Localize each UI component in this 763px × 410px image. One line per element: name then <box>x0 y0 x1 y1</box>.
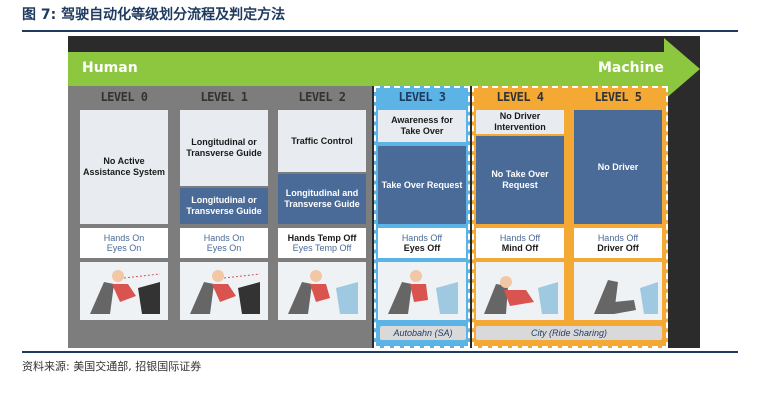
level-5-status-line2: Driver Off <box>597 243 639 253</box>
level-4-top-box: No Driver Intervention <box>476 110 564 134</box>
level-3-status-line2: Eyes Off <box>403 243 441 253</box>
level-3-column: LEVEL 3 Awareness for Take Over Take Ove… <box>376 90 468 346</box>
arrow-shape <box>68 38 700 100</box>
level-5-label: LEVEL 5 <box>594 90 642 104</box>
empty-seat-icon <box>574 262 662 320</box>
level-1-status: Hands On Eyes On <box>180 228 268 258</box>
level-1-driver-scene <box>180 262 268 320</box>
level-0-driver-scene <box>80 262 168 320</box>
level-3-bottom-box: Take Over Request <box>378 146 466 224</box>
level-5-status-line1: Hands Off <box>597 233 639 243</box>
title-rule <box>22 30 738 32</box>
level-2-column: LEVEL 2 Traffic Control Longitudinal and… <box>276 90 368 346</box>
level-1-status-line1: Hands On <box>203 233 245 243</box>
level-4-driver-scene <box>476 262 564 320</box>
level-0-top-box: No Active Assistance System <box>80 110 168 224</box>
level-4-bottom-box: No Take Over Request <box>476 136 564 224</box>
level-1-column: LEVEL 1 Longitudinal or Transverse Guide… <box>178 90 270 346</box>
level-3-driver-scene <box>378 262 466 320</box>
level-3-status-line1: Hands Off <box>401 233 443 243</box>
driver-eyes-off-icon <box>378 262 466 320</box>
source-note: 资料来源: 美国交通部, 招银国际证券 <box>22 360 202 373</box>
level-1-status-line2: Eyes On <box>206 243 242 253</box>
human-machine-arrow <box>68 38 700 100</box>
level-1-bottom-box: Longitudinal or Transverse Guide <box>180 188 268 224</box>
level-4-status-line2: Mind Off <box>501 243 539 253</box>
level-2-status: Hands Temp Off Eyes Temp Off <box>278 228 366 258</box>
driver-hands-on-icon <box>80 262 168 320</box>
level-5-column: LEVEL 5 No Driver Hands Off Driver Off <box>572 90 664 346</box>
level-2-driver-scene <box>278 262 366 320</box>
level-1-top-box: Longitudinal or Transverse Guide <box>180 110 268 186</box>
driver-hands-on-icon <box>180 262 268 320</box>
level-4-status-line1: Hands Off <box>499 233 541 243</box>
level-2-label: LEVEL 2 <box>298 90 346 104</box>
level-2-status-line1: Hands Temp Off <box>287 233 357 243</box>
zone-autobahn: Autobahn (SA) <box>380 326 466 340</box>
level-4-status: Hands Off Mind Off <box>476 228 564 258</box>
arrow-label-human: Human <box>82 60 138 76</box>
level-2-status-line2: Eyes Temp Off <box>292 243 352 253</box>
level-3-label: LEVEL 3 <box>398 90 446 104</box>
level-0-status: Hands On Eyes On <box>80 228 168 258</box>
level-3-status: Hands Off Eyes Off <box>378 228 466 258</box>
driver-hands-temp-off-icon <box>278 262 366 320</box>
level-0-status-line1: Hands On <box>103 233 145 243</box>
level-0-column: LEVEL 0 No Active Assistance System Hand… <box>78 90 170 346</box>
level-5-main-box: No Driver <box>574 110 662 224</box>
figure-title: 图 7: 驾驶自动化等级划分流程及判定方法 <box>22 7 286 23</box>
zone-city: City (Ride Sharing) <box>476 326 662 340</box>
level-5-driver-scene <box>574 262 662 320</box>
arrow-label-machine: Machine <box>598 60 664 76</box>
level-2-bottom-box: Longitudinal and Transverse Guide <box>278 174 366 224</box>
level-4-column: LEVEL 4 No Driver Intervention No Take O… <box>474 90 566 346</box>
level-0-label: LEVEL 0 <box>100 90 148 104</box>
level-0-status-line2: Eyes On <box>106 243 142 253</box>
level-2-top-box: Traffic Control <box>278 110 366 172</box>
level-5-status: Hands Off Driver Off <box>574 228 662 258</box>
level-4-label: LEVEL 4 <box>496 90 544 104</box>
level-3-top-box: Awareness for Take Over <box>378 110 466 142</box>
level-1-label: LEVEL 1 <box>200 90 248 104</box>
source-rule <box>22 351 738 353</box>
driver-mind-off-icon <box>476 262 564 320</box>
